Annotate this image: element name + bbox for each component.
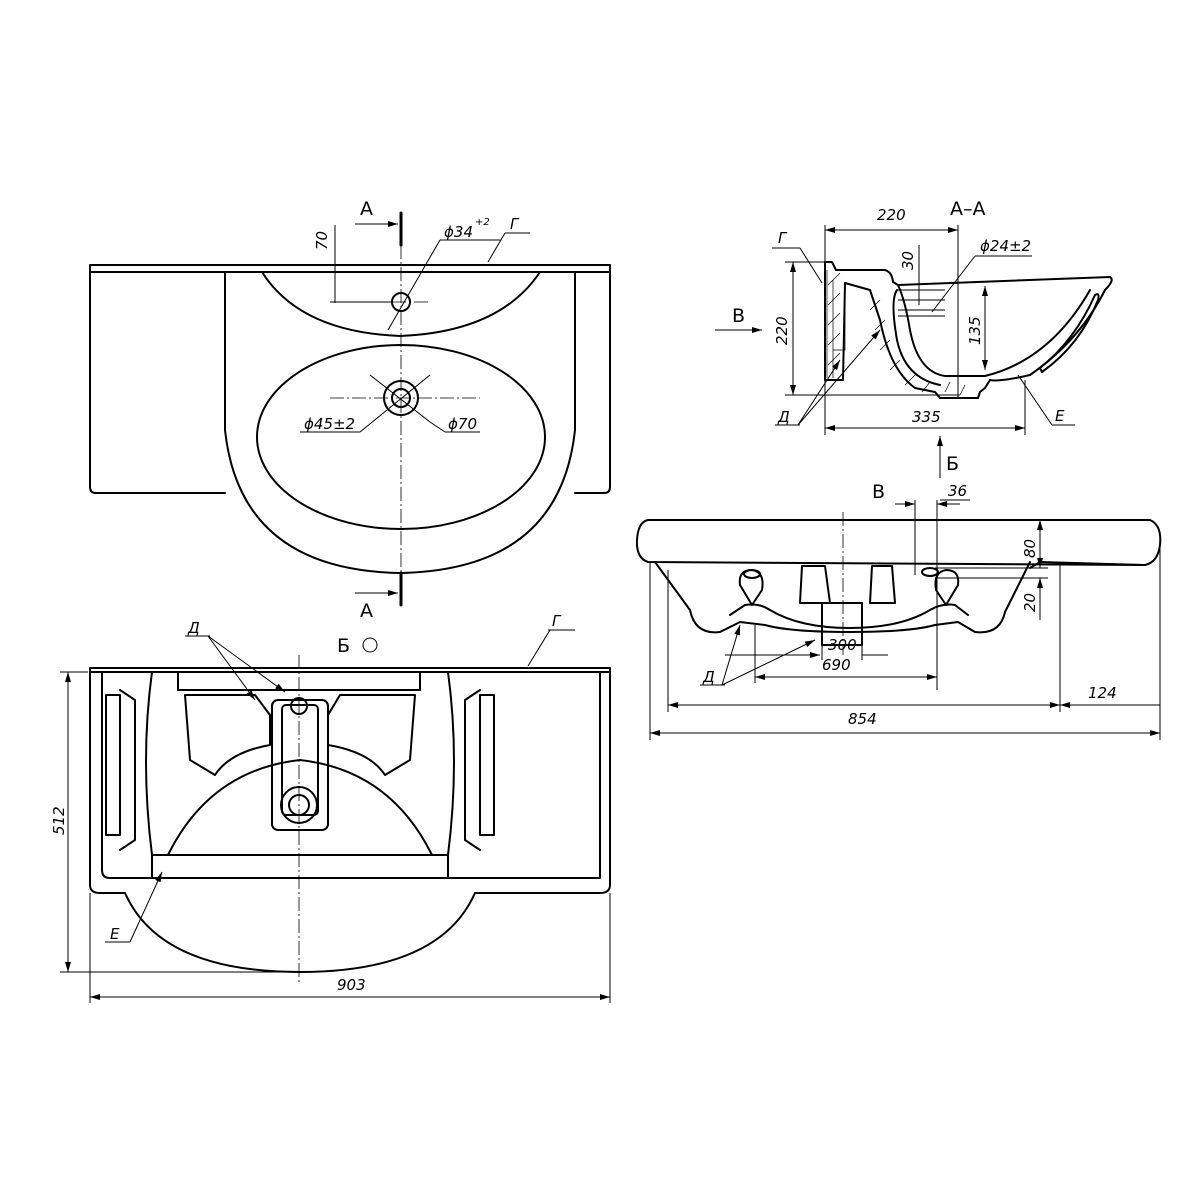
arrow-label-b: Б [946,453,959,475]
dim-faucet-tolerance: +2 [475,217,490,228]
basin-outline [224,271,576,574]
arrow-label-v: В [732,305,745,327]
dim-drain-outer: ϕ70 [448,415,477,433]
dim-335: 335 [912,408,941,426]
callout-e-section: Е [1055,407,1065,425]
dim-300: 300 [828,636,857,654]
dim-124: 124 [1088,684,1117,702]
dim-36: 36 [948,482,967,500]
view-label-b: Б [337,635,350,657]
dim-height-220: 220 [773,316,791,345]
bottom-view: Б Д Г Е 512 903 [50,612,611,1003]
section-aa: А–А 220 220 30 ϕ24±2 135 335 Г [715,198,1113,478]
dim-80: 80 [1021,539,1039,558]
dim-faucet-hole: ϕ34 [444,223,473,241]
dim-854: 854 [848,710,877,728]
top-view: А А 70 ϕ34 +2 Г ϕ45±2 ϕ70 [89,198,611,622]
view-label-v: В [872,481,885,503]
front-view: В 36 80 20 690 300 854 124 Д [635,481,1162,740]
callout-g-bottom: Г [552,612,562,630]
section-label-bottom: А [360,600,373,622]
dim-135: 135 [966,316,984,345]
section-title: А–А [950,198,986,220]
dim-height-512: 512 [50,806,68,835]
dim-30: 30 [899,251,917,270]
callout-d-bottom: Д [187,619,200,637]
callout-g-section: Г [778,229,788,247]
dim-drain: ϕ45±2 [304,415,355,433]
dim-20: 20 [1021,593,1039,612]
dim-70: 70 [313,231,331,250]
callout-d-section: Д [777,408,790,426]
dim-top-220: 220 [877,206,906,224]
section-label-top: А [360,198,373,220]
dim-width-903: 903 [337,976,366,994]
callout-e-bottom: Е [110,925,120,943]
dim-690: 690 [822,656,851,674]
callout-g-top: Г [510,215,520,233]
dim-hole-24: ϕ24±2 [980,237,1031,255]
callout-d-front: Д [702,668,715,686]
